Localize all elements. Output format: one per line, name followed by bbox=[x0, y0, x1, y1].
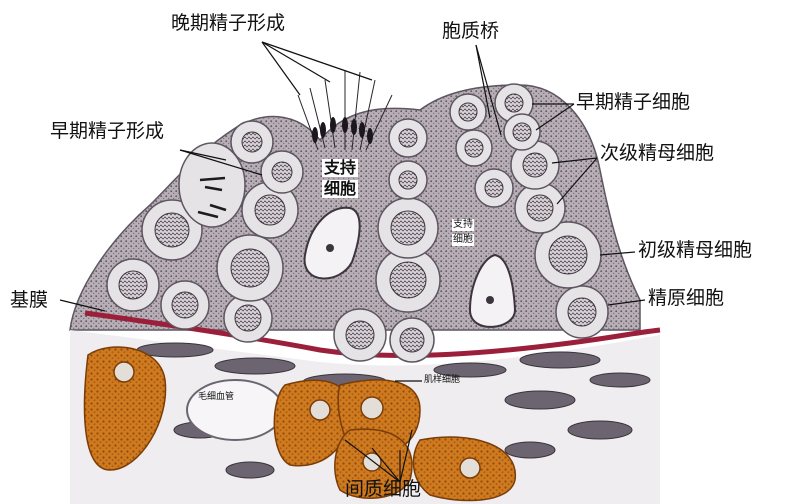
label-cytoplasmic-bridge: 胞质桥 bbox=[442, 22, 499, 41]
label-sertoli-right-1: 支持 bbox=[452, 219, 474, 231]
label-primary-spermatocyte: 初级精母细胞 bbox=[638, 241, 752, 260]
label-sertoli-left-2: 细胞 bbox=[322, 180, 358, 198]
label-spermatogonium: 精原细胞 bbox=[648, 289, 724, 308]
sertoli-nucleolus-left bbox=[326, 244, 334, 252]
capillary-vessel bbox=[187, 380, 283, 440]
label-late-spermiogenesis: 晚期精子形成 bbox=[171, 14, 285, 33]
label-basement-membrane: 基膜 bbox=[10, 291, 48, 310]
sertoli-nucleolus-right bbox=[486, 296, 494, 304]
label-sertoli-left-1: 支持 bbox=[322, 159, 358, 177]
label-sertoli-right-2: 细胞 bbox=[452, 234, 474, 246]
label-secondary-spermatocyte: 次级精母细胞 bbox=[600, 144, 714, 163]
label-early-spermiogenesis: 早期精子形成 bbox=[50, 122, 164, 141]
label-myoid-cell: 肌样细胞 bbox=[424, 376, 460, 385]
label-capillary: 毛细血管 bbox=[198, 393, 234, 402]
label-early-spermatid: 早期精子细胞 bbox=[576, 93, 690, 112]
label-interstitial-cell: 间质细胞 bbox=[345, 480, 421, 499]
